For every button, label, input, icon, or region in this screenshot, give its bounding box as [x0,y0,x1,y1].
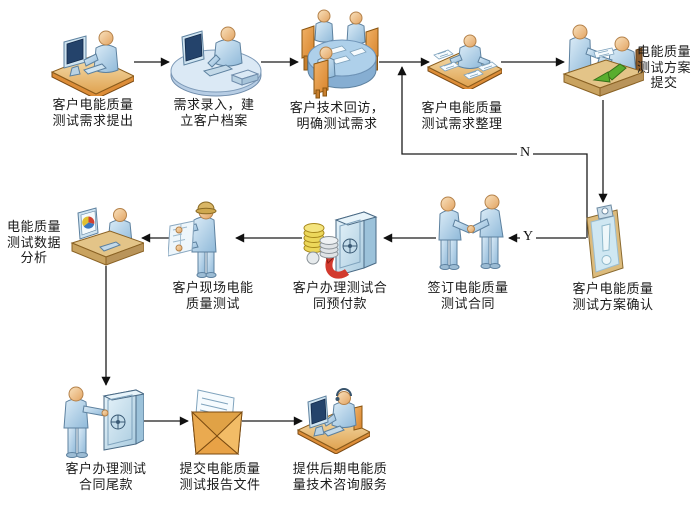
node-sign-contract-label: 签订电能质量 测试合同 [427,280,509,311]
node-plan-confirm [583,202,625,282]
edge-confirm-no-loop [397,66,588,238]
node-demand-request [50,26,134,96]
handshake-icon [438,194,504,270]
meeting-table-icon [301,9,379,99]
node-consulting [296,388,370,454]
person-computer-icon [50,30,134,96]
decision-no-label: N [517,145,534,161]
envelope-icon [191,389,243,456]
node-consulting-label: 提供后期电能质 量技术咨询服务 [292,461,388,492]
person-blueprint-icon [168,201,217,278]
node-final-payment-label: 客户办理测试 合同尾款 [65,461,147,492]
node-demand-entry [170,25,262,99]
analysis-desk-icon [70,207,144,266]
node-prepayment [300,204,382,284]
node-onsite-test [168,200,232,278]
node-tech-revisit-label: 客户技术回访， 明确测试需求 [289,100,385,131]
submission-desk-icon [562,24,644,97]
node-demand-organize [426,33,502,89]
node-demand-organize-label: 客户电能质量 测试需求整理 [421,100,503,131]
node-tech-revisit [298,6,382,100]
node-report-submit [190,386,244,458]
decision-yes-label: Y [520,229,537,245]
node-sign-contract [435,194,507,274]
reception-desk-icon [170,26,262,97]
node-demand-entry-label: 需求录入，建 立客户档案 [173,97,255,128]
node-report-submit-label: 提交电能质量 测试报告文件 [179,461,261,492]
person-documents-icon [426,34,502,89]
clipboard-icon [586,204,624,279]
node-data-analysis [70,207,144,269]
node-demand-request-label: 客户电能质量 测试需求提出 [52,97,134,128]
person-safe-icon [63,386,144,458]
node-prepayment-label: 客户办理测试合 同预付款 [292,280,388,311]
node-onsite-test-label: 客户现场电能 质量测试 [172,280,254,311]
safe-coins-icon [303,211,378,279]
node-plan-submit [560,22,644,108]
node-plan-submit-label: 电能质量 测试方案 提交 [636,44,691,90]
node-data-analysis-label: 电能质量 测试数据 分析 [6,219,61,265]
node-final-payment [60,384,144,460]
node-plan-confirm-label: 客户电能质量 测试方案确认 [572,281,654,312]
support-desk-icon [296,388,370,454]
